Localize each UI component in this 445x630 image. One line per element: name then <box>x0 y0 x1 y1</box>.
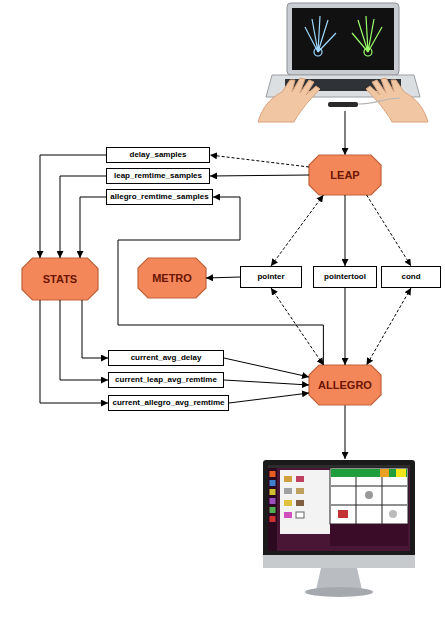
flow-connector <box>224 380 309 385</box>
variable-box: allegro_remtime_samples <box>106 189 213 205</box>
node-label: ALLEGRO <box>318 379 372 391</box>
flow-connector <box>40 155 106 258</box>
node-label: allegro_remtime_samples <box>110 193 208 202</box>
node-label: STATS <box>43 273 77 285</box>
flow-connector <box>82 300 108 358</box>
flow-connector <box>271 288 323 365</box>
variable-box: cond <box>381 266 441 288</box>
flow-connector <box>229 393 309 403</box>
node-label: current_leap_avg_remtime <box>115 376 217 385</box>
variable-box: pointer <box>240 266 302 288</box>
node-label: current_avg_delay <box>131 354 202 363</box>
input-arrow <box>345 111 346 155</box>
node-label: METRO <box>152 272 192 284</box>
process-octagon: LEAP <box>309 155 381 195</box>
node-label: cond <box>401 273 420 282</box>
flow-connector <box>367 288 411 365</box>
node-label: pointertool <box>324 273 366 282</box>
variable-box: leap_remtime_samples <box>106 168 210 184</box>
flow-connector <box>271 195 323 266</box>
flow-connector <box>40 300 108 403</box>
flow-connector <box>345 288 346 365</box>
laptop-illustration <box>258 3 428 122</box>
flow-connector <box>206 277 240 278</box>
variable-box: pointertool <box>313 266 377 288</box>
output-arrow <box>345 405 346 459</box>
flow-connector <box>60 176 106 258</box>
flow-connector <box>224 358 309 377</box>
node-label: delay_samples <box>130 151 187 160</box>
flow-connector <box>210 175 309 176</box>
node-label: current_allegro_avg_remtime <box>112 399 224 408</box>
flow-connector <box>60 300 108 380</box>
flow-connector <box>345 195 346 266</box>
monitor-illustration <box>263 460 415 597</box>
node-label: leap_remtime_samples <box>114 172 202 181</box>
variable-box: current_leap_avg_remtime <box>108 372 224 388</box>
process-octagon: STATS <box>22 258 98 300</box>
process-octagon: METRO <box>138 258 206 298</box>
process-octagon: ALLEGRO <box>309 365 381 405</box>
variable-box: current_avg_delay <box>108 350 224 366</box>
flow-connector <box>367 195 411 266</box>
variable-box: current_allegro_avg_remtime <box>108 395 229 411</box>
node-label: pointer <box>257 273 284 282</box>
flow-connector <box>80 197 106 258</box>
node-label: LEAP <box>330 169 359 181</box>
variable-box: delay_samples <box>106 147 210 163</box>
flow-connector <box>210 155 309 167</box>
flow-connector <box>118 197 323 365</box>
